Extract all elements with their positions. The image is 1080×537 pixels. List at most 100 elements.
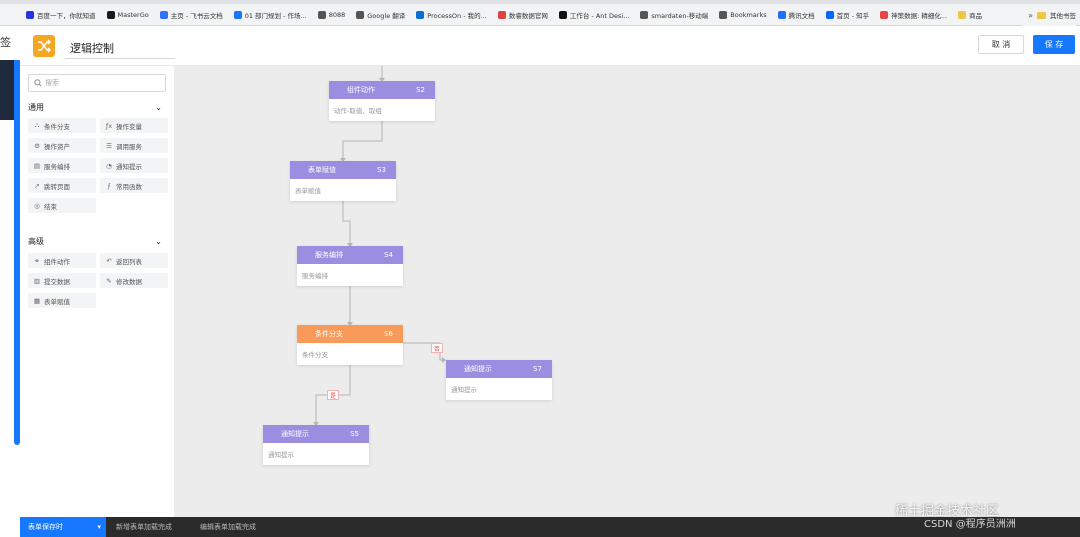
edge-s2-s3 [342, 121, 383, 161]
sidebar-item[interactable]: ↗跳转页面 [28, 178, 96, 193]
bookmark-item[interactable]: 01 部门规划 - 作场... [233, 10, 307, 20]
branch-label-no[interactable]: 否 [431, 343, 443, 353]
bookmark-item[interactable]: 腾讯文档 [777, 10, 815, 20]
bookmark-item[interactable]: Bookmarks [719, 10, 767, 19]
form-icon: ▦ [33, 296, 41, 305]
arrow-head [340, 158, 346, 162]
sidebar-item[interactable]: ◔通知提示 [100, 158, 168, 173]
save-button[interactable]: 保 存 [1033, 35, 1075, 54]
search-icon [34, 79, 42, 87]
bookmark-favicon-icon [233, 10, 242, 19]
bookmark-favicon-icon [558, 10, 567, 19]
submit-icon: ▥ [33, 276, 41, 285]
sidebar-item[interactable]: ⚭组件动作 [28, 253, 96, 268]
end-icon: ◎ [34, 201, 40, 210]
title-underline [65, 58, 175, 59]
overflow-icon[interactable]: » [1028, 10, 1033, 20]
bookmark-favicon-icon [26, 10, 34, 19]
bookmark-item[interactable]: ProcessOn - 我的... [416, 10, 487, 20]
sidebar-item[interactable]: ✎修改数据 [100, 273, 168, 288]
component-icon: ⚭ [34, 256, 40, 265]
cancel-button[interactable]: 取 消 [978, 35, 1024, 54]
bookmark-item[interactable]: 主页 - 飞书云文档 [159, 10, 223, 20]
node-id: S6 [384, 330, 393, 338]
bookmark-favicon-icon [159, 10, 168, 19]
advanced-items: ⚭组件动作 ↶返回列表 ▥提交数据 ✎修改数据 ▦表单赋值 [28, 253, 168, 308]
chevron-down-icon[interactable]: ⌄ [155, 237, 162, 246]
bookmark-favicon-icon [825, 10, 834, 19]
bookmark-item[interactable]: 首页 - 知乎 [825, 10, 869, 20]
sidebar-item[interactable]: ▦表单赋值 [28, 293, 96, 308]
branch-label-yes[interactable]: 是 [327, 390, 339, 400]
bookmarks-more[interactable]: » 其他书签 [1022, 4, 1076, 26]
background-accent-bar [14, 60, 20, 445]
node-id: S3 [377, 166, 386, 174]
event-tab[interactable]: 编辑表单加载完成 [200, 523, 256, 531]
bookmark-item[interactable]: 商品 [958, 10, 982, 20]
section-title: 高级 [28, 237, 44, 246]
node-description: 表单赋值 [295, 187, 321, 195]
sidebar-item[interactable]: ▤服务编排 [28, 158, 96, 173]
arrow-head [313, 422, 319, 426]
folder-icon [1037, 11, 1046, 19]
bookmark-item[interactable]: 数睿数据官网 [497, 10, 548, 20]
bookmark-favicon-icon [497, 10, 506, 19]
bookmark-item[interactable]: Google 翻译 [356, 10, 405, 20]
section-header-advanced[interactable]: 高级 ⌄ [28, 236, 162, 247]
return-icon: ↶ [106, 256, 112, 265]
bookmark-favicon-icon [106, 10, 115, 19]
sidebar-item[interactable]: ⚙操作资产 [28, 138, 96, 153]
bookmark-item[interactable]: smardaten-移动端 [640, 10, 708, 20]
edge-s3-s4 [342, 201, 351, 246]
watermark-csdn: CSDN @程序员洲洲 [924, 519, 1016, 530]
sidebar-item[interactable]: ▥提交数据 [28, 273, 96, 288]
address-bar-edge [0, 0, 1080, 4]
node-id: S2 [416, 86, 425, 94]
background-app-title: 签 [0, 36, 11, 49]
arrow-head [347, 322, 353, 326]
node-id: S4 [384, 251, 393, 259]
section-header-general[interactable]: 通用 ⌄ [28, 102, 162, 113]
event-tab[interactable]: 新增表单加载完成 [116, 523, 172, 531]
service-icon: ☰ [106, 141, 112, 150]
jump-icon: ↗ [34, 181, 40, 190]
bookmark-favicon-icon [719, 10, 728, 19]
bookmark-favicon-icon [317, 10, 326, 19]
modal-title[interactable]: 逻辑控制 [70, 42, 114, 55]
search-input[interactable] [45, 79, 155, 87]
bookmark-item[interactable]: 8088 [317, 10, 345, 19]
event-tab-active[interactable]: 表单保存时 ▾ [20, 517, 106, 537]
modal-header: 逻辑控制 取 消 保 存 [20, 26, 1080, 66]
node-description: 通知提示 [268, 451, 294, 459]
section-title: 通用 [28, 103, 44, 112]
branch-icon: ⛬ [34, 121, 40, 129]
sidebar-item[interactable]: ☰调用服务 [100, 138, 168, 153]
bookmark-item[interactable]: 神策数据: 精细化... [880, 10, 947, 20]
search-box[interactable] [28, 74, 166, 92]
bookmark-favicon-icon [640, 10, 649, 19]
bookmark-item[interactable]: 百度一下，你就知道 [26, 10, 96, 20]
chevron-down-icon[interactable]: ▾ [97, 523, 101, 531]
sidebar-item[interactable]: ⨍常用函数 [100, 178, 168, 193]
bookmark-favicon-icon [356, 10, 365, 19]
chevron-down-icon[interactable]: ⌄ [155, 103, 162, 112]
sidebar-item[interactable]: ⛬条件分支 [28, 118, 96, 133]
bookmark-item[interactable]: MasterGo [106, 10, 149, 19]
sidebar-item[interactable]: ◎结束 [28, 198, 96, 213]
sidebar-item[interactable]: ↶返回列表 [100, 253, 168, 268]
bookmark-item[interactable]: 工作台 - Ant Desi... [558, 10, 629, 20]
